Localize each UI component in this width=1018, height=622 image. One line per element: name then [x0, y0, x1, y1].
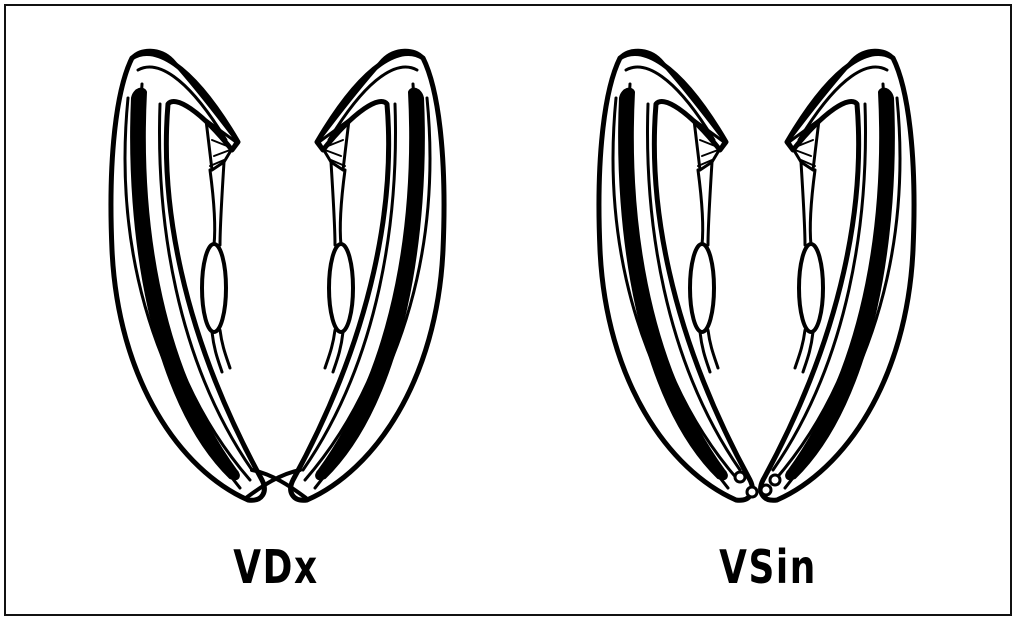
stalk-circle-icon [770, 475, 780, 485]
stalk-circle-icon [747, 487, 757, 497]
optic-cup-right-b [761, 51, 914, 501]
optic-cup-left-a [111, 51, 264, 501]
label-vsin: VSin [690, 540, 846, 594]
optic-cup-right-a [599, 51, 752, 501]
optic-cup-left-b [291, 51, 444, 501]
left-cup-pair [111, 51, 444, 501]
stalk-circle-icon [761, 485, 771, 495]
stalk-circle-icon [735, 472, 745, 482]
right-cup-pair [599, 51, 914, 501]
label-vdx: VDx [198, 540, 354, 594]
